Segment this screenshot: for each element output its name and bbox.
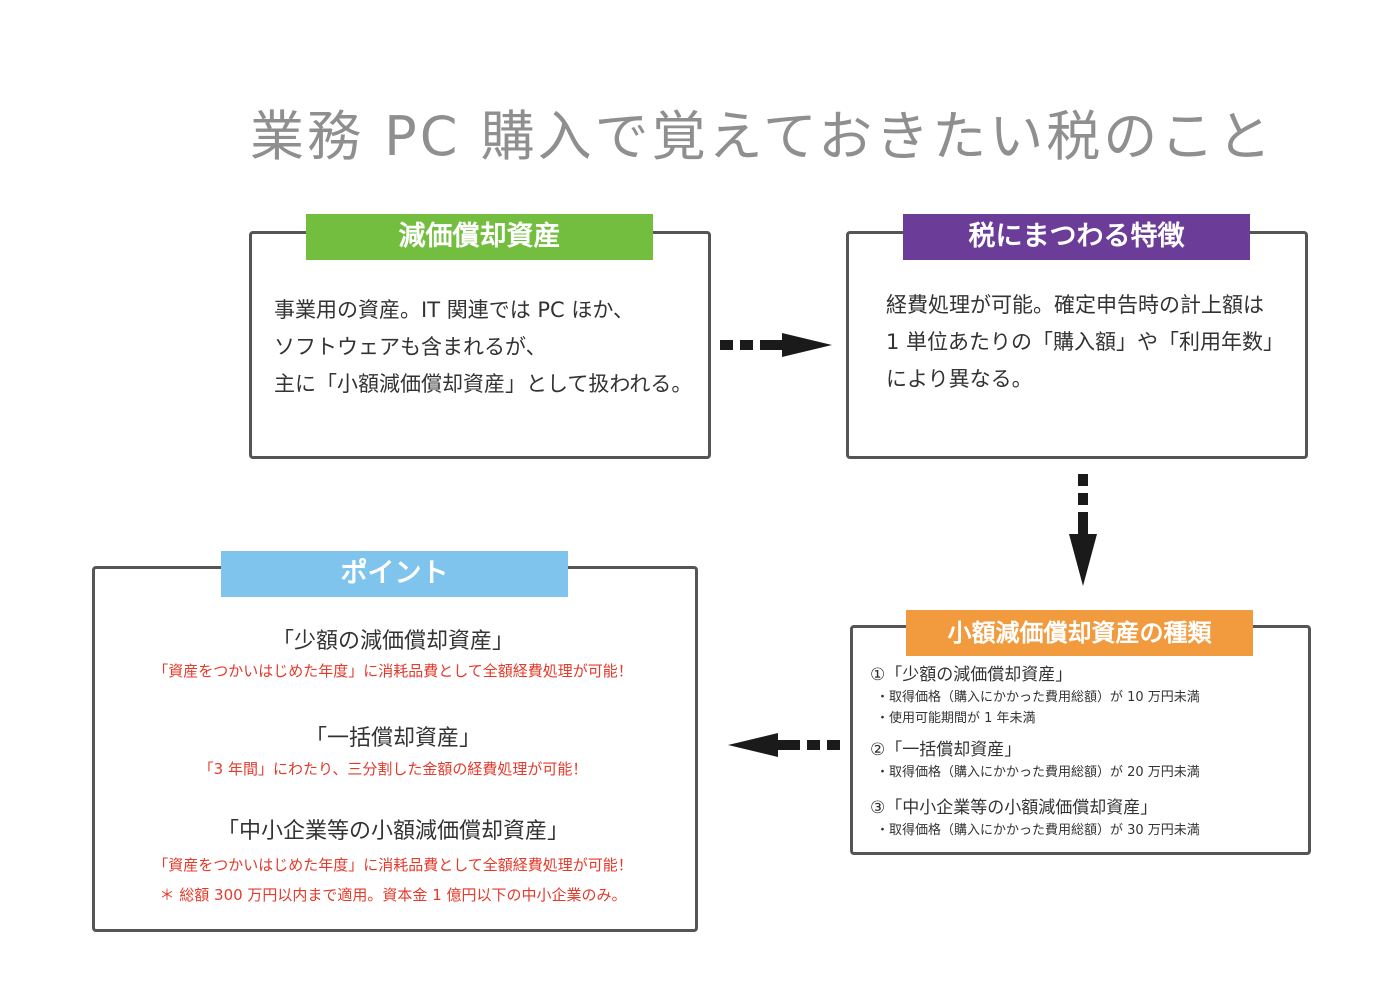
depreciable-assets-text: 事業用の資産。IT 関連では PC ほか、 ソフトウェアも含まれるが、 主に「小… — [274, 292, 692, 403]
item-note: ・使用可能期間が 1 年未満 — [876, 711, 1036, 726]
text-line: 主に「小額減価償却資産」として扱われる。 — [274, 372, 693, 396]
item-title: ①「少額の減価償却資産」 — [870, 665, 1073, 685]
text-line: ソフトウェアも含まれるが、 — [274, 335, 547, 359]
point-note: 「3 年間」にわたり、三分割した金額の経費処理が可能！ — [198, 760, 588, 778]
small-asset-item-3: ③「中小企業等の小額減価償却資産」 ・取得価格（購入にかかった費用総額）が 30… — [870, 796, 1200, 841]
page-title: 業務 PC 購入で覚えておきたい税のこと — [250, 105, 1275, 168]
small-asset-item-1: ①「少額の減価償却資産」 ・取得価格（購入にかかった費用総額）が 10 万円未満… — [870, 663, 1200, 729]
point-note: ＊ 総額 300 万円以内まで適用。資本金 1 億円以下の中小企業のみ。 — [159, 886, 627, 904]
item-title: ②「一括償却資産」 — [870, 740, 1022, 760]
text-line: 事業用の資産。IT 関連では PC ほか、 — [274, 298, 634, 322]
point-note: 「資産をつかいはじめた年度」に消耗品費として全額経費処理が可能！ — [153, 856, 633, 874]
small-asset-types-box — [850, 625, 1311, 855]
item-note: ・取得価格（購入にかかった費用総額）が 10 万円未満 — [876, 690, 1200, 705]
points-box — [92, 566, 698, 932]
tax-features-text: 経費処理が可能。確定申告時の計上額は 1 単位あたりの「購入額」や「利用年数」 … — [886, 287, 1284, 398]
points-label: ポイント — [221, 551, 568, 597]
small-asset-item-2: ②「一括償却資産」 ・取得価格（購入にかかった費用総額）が 20 万円未満 — [870, 738, 1200, 783]
item-note: ・取得価格（購入にかかった費用総額）が 20 万円未満 — [876, 765, 1200, 780]
arrow-right-icon — [720, 333, 832, 357]
point-title: 「一括償却資産」 — [304, 726, 481, 751]
tax-features-box — [846, 231, 1308, 459]
item-note: ・取得価格（購入にかかった費用総額）が 30 万円未満 — [876, 823, 1200, 838]
arrow-down-icon — [1069, 474, 1097, 586]
point-title: 「中小企業等の小額減価償却資産」 — [216, 819, 569, 844]
item-title: ③「中小企業等の小額減価償却資産」 — [870, 798, 1158, 818]
text-line: 経費処理が可能。確定申告時の計上額は — [886, 293, 1264, 317]
point-note: 「資産をつかいはじめた年度」に消耗品費として全額経費処理が可能！ — [153, 662, 633, 680]
text-line: により異なる。 — [886, 367, 1033, 391]
point-title: 「少額の減価償却資産」 — [271, 629, 514, 654]
arrow-left-icon — [728, 733, 840, 757]
depreciable-assets-label: 減価償却資産 — [306, 214, 653, 260]
text-line: 1 単位あたりの「購入額」や「利用年数」 — [886, 330, 1285, 354]
small-asset-types-label: 小額減価償却資産の種類 — [906, 610, 1253, 656]
tax-features-label: 税にまつわる特徴 — [903, 214, 1250, 260]
